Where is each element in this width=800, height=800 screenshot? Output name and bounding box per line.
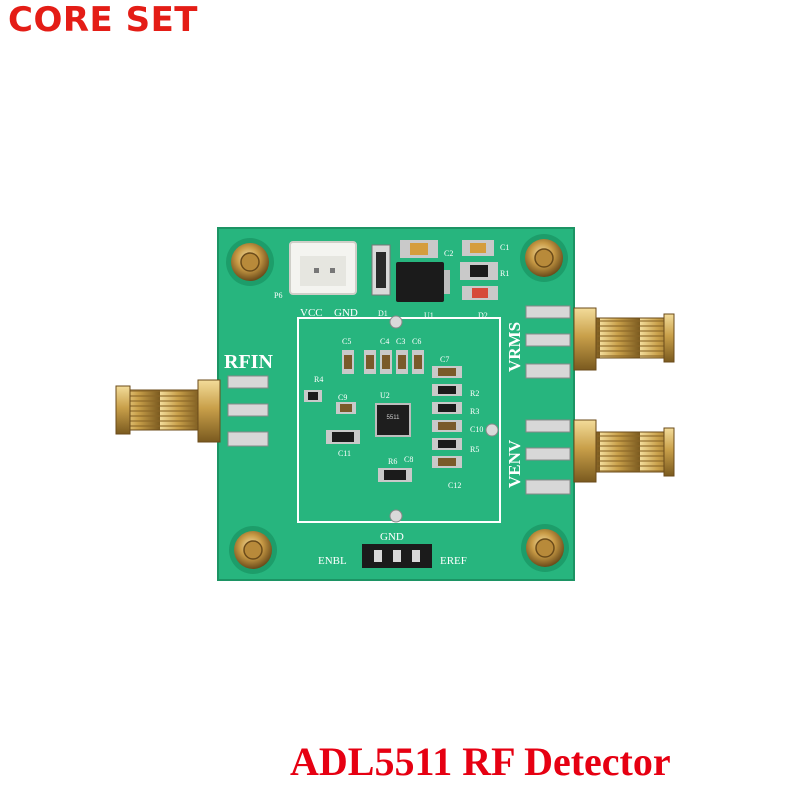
passives-left <box>304 390 412 482</box>
sma-connector-vrms <box>525 305 675 379</box>
label-r2: R2 <box>470 389 479 398</box>
label-u1: U1 <box>424 311 434 320</box>
label-r1: R1 <box>500 269 509 278</box>
label-r6: R6 <box>388 457 397 466</box>
label-c10: C10 <box>470 425 483 434</box>
label-gnd-bottom: GND <box>380 531 404 543</box>
label-c5: C5 <box>342 337 351 346</box>
label-d1: D1 <box>378 309 388 318</box>
label-eref: EREF <box>440 555 467 567</box>
label-rfin: RFIN <box>224 351 273 373</box>
sma-connector-rfin <box>115 375 269 447</box>
brand-logo: CORE SET <box>8 0 199 40</box>
regulator-section <box>371 240 498 302</box>
label-c11: C11 <box>338 449 351 458</box>
label-c9: C9 <box>338 393 347 402</box>
label-vrms: VRMS <box>505 322 524 372</box>
mounting-post-top-left <box>226 238 274 286</box>
label-vcc: VCC <box>300 307 323 319</box>
sma-connector-venv <box>525 419 675 495</box>
label-c3: C3 <box>396 337 405 346</box>
label-r5: R5 <box>470 445 479 454</box>
label-d2: D2 <box>478 311 488 320</box>
label-c7: C7 <box>440 355 449 364</box>
power-connector <box>289 241 357 295</box>
label-r4: R4 <box>314 375 323 384</box>
svg-text:5511: 5511 <box>387 415 401 421</box>
mounting-post-bottom-right <box>521 524 569 572</box>
mounting-post-top-right <box>520 234 568 282</box>
label-c1: C1 <box>500 243 509 252</box>
ic-u2-adl5511: 5511 <box>375 403 411 437</box>
label-p6: P6 <box>274 291 282 300</box>
capacitor-row-top <box>342 350 424 374</box>
label-gnd-top: GND <box>334 307 358 319</box>
label-c12: C12 <box>448 481 461 490</box>
label-c6: C6 <box>412 337 421 346</box>
product-caption: ADL5511 RF Detector <box>290 739 671 784</box>
label-venv: VENV <box>505 439 524 488</box>
pin-header <box>362 544 432 568</box>
label-c2: C2 <box>444 249 453 258</box>
label-c8: C8 <box>404 455 413 464</box>
label-u2: U2 <box>380 391 390 400</box>
label-enbl: ENBL <box>318 555 347 567</box>
label-r3: R3 <box>470 407 479 416</box>
passives-right <box>432 366 462 468</box>
mounting-post-bottom-left <box>229 526 277 574</box>
label-c4: C4 <box>380 337 389 346</box>
